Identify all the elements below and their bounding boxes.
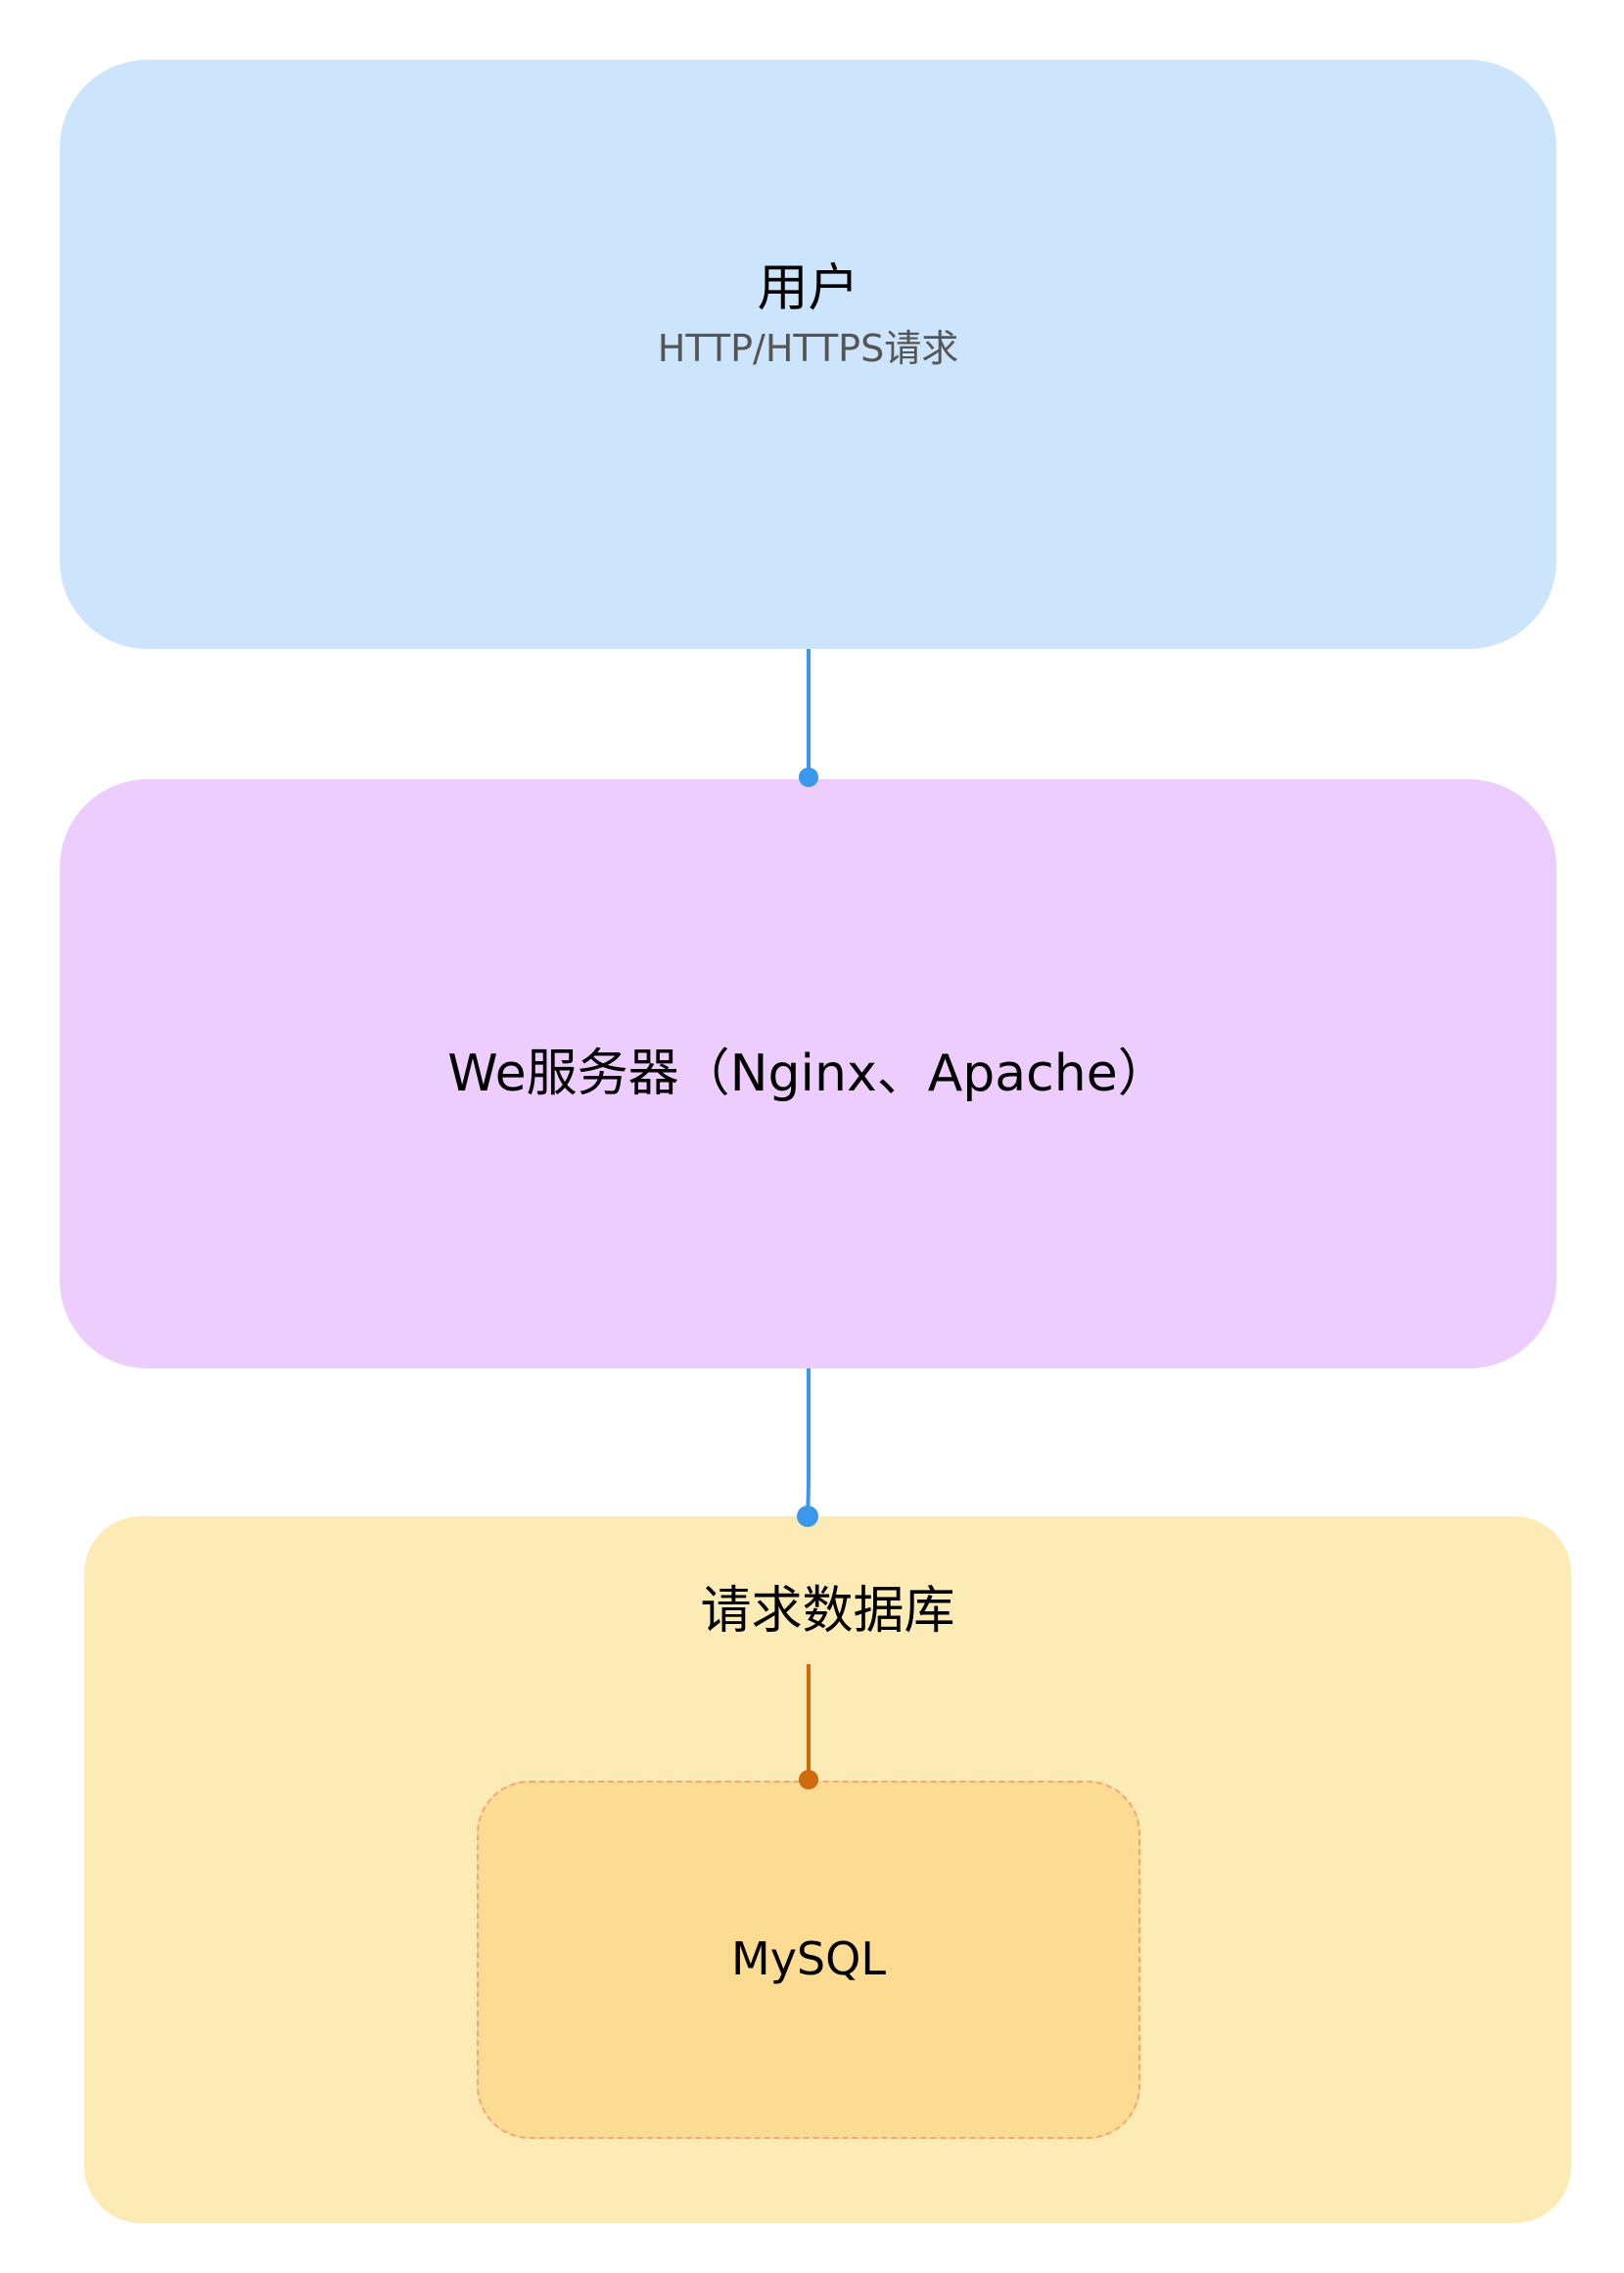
user-node-title: 用户 — [757, 259, 859, 318]
web-server-node[interactable]: We服务器（Nginx、Apache） — [60, 779, 1556, 1368]
database-request-group-title: 请求数据库 — [700, 1582, 955, 1641]
web-server-node-title: We服务器（Nginx、Apache） — [447, 1044, 1169, 1103]
user-node[interactable]: 用户 HTTP/HTTPS请求 — [60, 60, 1556, 649]
edge-web-server-to-database — [806, 1368, 811, 1513]
user-node-subtitle: HTTP/HTTPS请求 — [657, 327, 959, 371]
mysql-node-title: MySQL — [731, 1932, 886, 1986]
mysql-node[interactable]: MySQL — [477, 1781, 1140, 2139]
